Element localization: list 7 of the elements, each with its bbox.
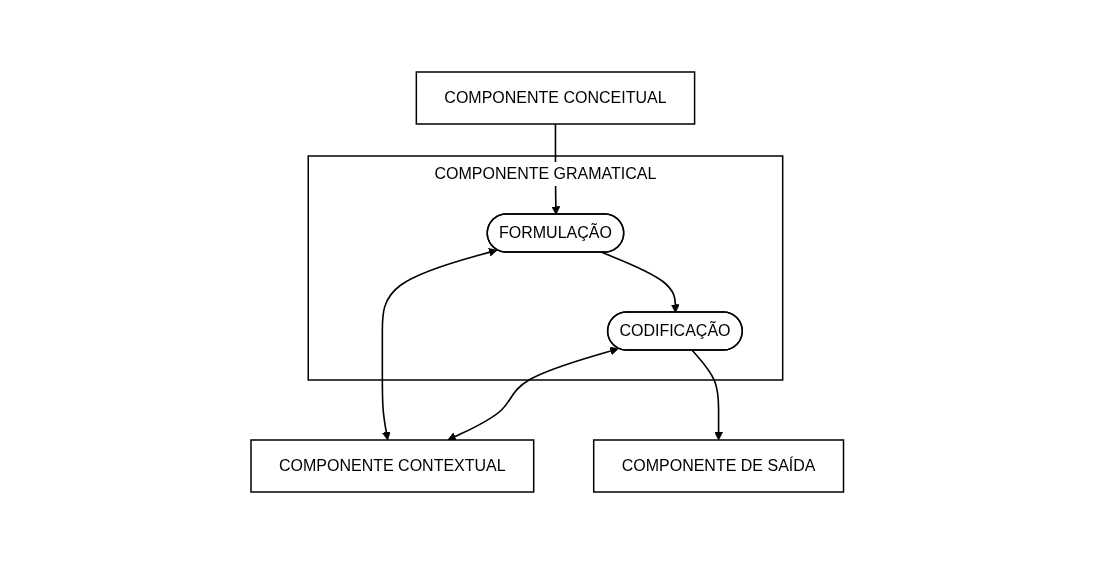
node-box: COMPONENTE CONCEITUAL bbox=[415, 70, 696, 125]
arrow bbox=[691, 349, 724, 440]
arrow bbox=[381, 247, 498, 440]
node-box: COMPONENTE CONTEXTUAL bbox=[250, 438, 535, 493]
arrow bbox=[601, 251, 680, 313]
node-box: COMPONENTE DE SAÍDA bbox=[593, 438, 845, 493]
arrow bbox=[447, 346, 619, 441]
